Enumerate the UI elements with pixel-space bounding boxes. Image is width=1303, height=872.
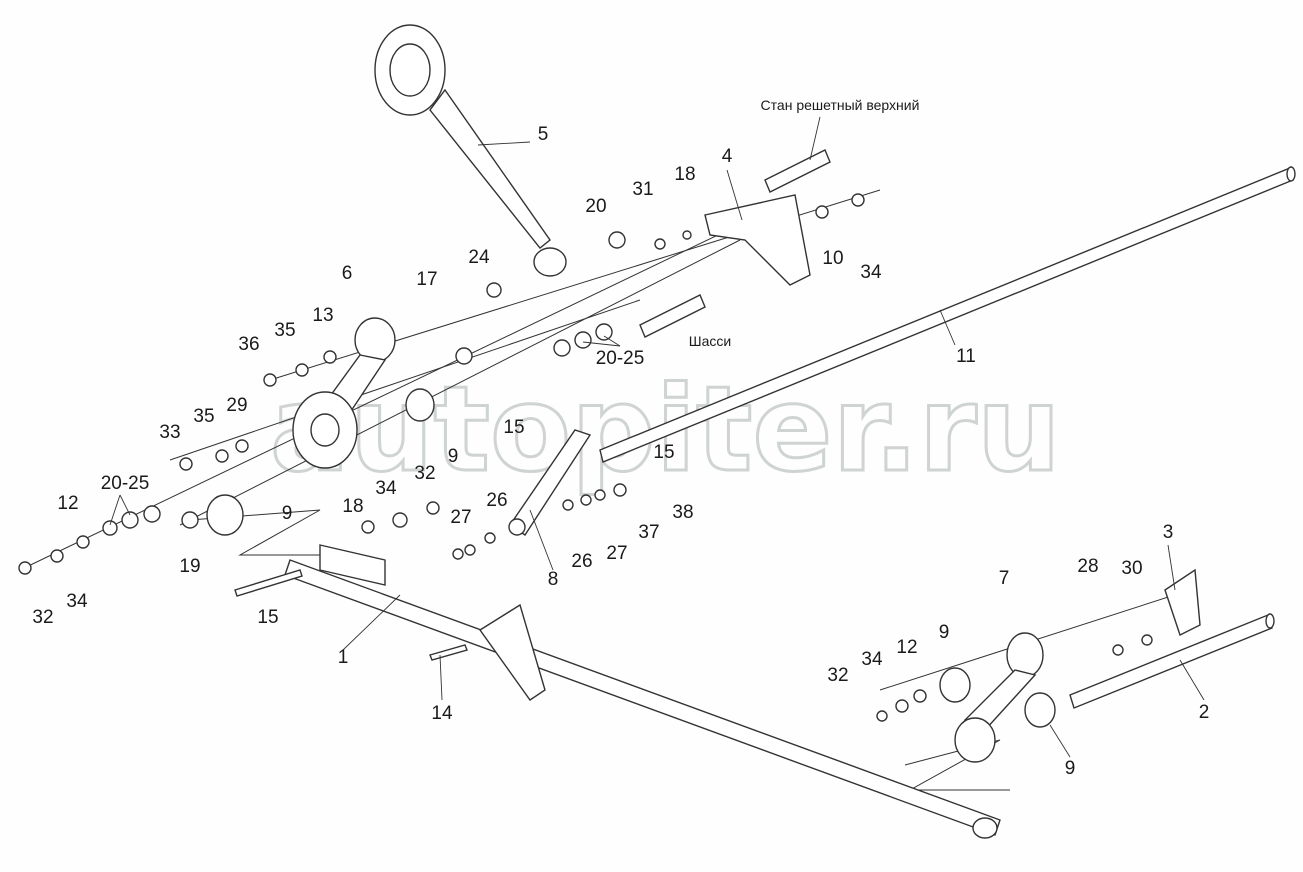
callout-18: 18 — [674, 164, 695, 185]
callouts: 5 4 18 31 20 10 34 24 6 17 13 35 36 20-2… — [32, 124, 1209, 779]
connecting-rod-6 — [292, 317, 396, 469]
callout-9: 9 — [939, 622, 950, 643]
callout-15: 15 — [653, 442, 674, 463]
callout-27: 27 — [606, 543, 627, 564]
callout-19: 19 — [179, 556, 200, 577]
callout-6: 6 — [342, 263, 353, 284]
callout-38: 38 — [672, 502, 693, 523]
callout-17: 17 — [416, 269, 437, 290]
note-upper-sieve: Стан решетный верхний — [761, 97, 920, 113]
connecting-rod-7 — [954, 632, 1044, 763]
bushings-9 — [206, 388, 1056, 728]
callout-20-25: 20-25 — [101, 473, 150, 494]
callout-36: 36 — [238, 334, 259, 355]
callout-34: 34 — [860, 262, 882, 283]
callout-9: 9 — [1065, 758, 1076, 779]
callout-30: 30 — [1121, 558, 1142, 579]
bracket-4 — [704, 194, 811, 286]
callout-12: 12 — [896, 637, 917, 658]
washers-and-nuts — [18, 193, 1153, 722]
callout-24: 24 — [468, 247, 490, 268]
callout-15: 15 — [503, 417, 524, 438]
callout-27: 27 — [450, 507, 471, 528]
callout-9: 9 — [448, 446, 459, 467]
callout-35: 35 — [274, 320, 295, 341]
callout-20-25: 20-25 — [596, 348, 645, 369]
callout-34: 34 — [66, 591, 88, 612]
bracket-3 — [1164, 568, 1201, 636]
note-chassis: Шасси — [689, 333, 731, 349]
callout-13: 13 — [312, 305, 333, 326]
callout-5: 5 — [538, 124, 549, 145]
callout-12: 12 — [57, 493, 78, 514]
callout-8: 8 — [548, 569, 559, 590]
callout-33: 33 — [159, 422, 180, 443]
callout-15: 15 — [257, 607, 278, 628]
callout-18: 18 — [342, 496, 363, 517]
leader-lines — [109, 116, 1205, 758]
callout-34: 34 — [375, 478, 397, 499]
callout-28: 28 — [1077, 556, 1098, 577]
shaft-11 — [599, 166, 1296, 463]
callout-32: 32 — [32, 607, 53, 628]
callout-11: 11 — [956, 346, 976, 367]
callout-7: 7 — [999, 568, 1010, 589]
callout-32: 32 — [414, 463, 435, 484]
callout-2: 2 — [1199, 702, 1210, 723]
callout-26: 26 — [486, 490, 507, 511]
frame-1 — [284, 544, 1001, 839]
upper-sieve-rod — [764, 149, 831, 193]
crank-5 — [374, 24, 567, 277]
callout-9: 9 — [282, 503, 293, 524]
callout-37: 37 — [638, 522, 659, 543]
callout-32: 32 — [827, 665, 848, 686]
callout-35: 35 — [193, 406, 214, 427]
callout-10: 10 — [822, 248, 843, 269]
callout-29: 29 — [226, 395, 247, 416]
shaft-2 — [1069, 613, 1275, 709]
callout-26: 26 — [571, 551, 592, 572]
chassis-stub — [639, 294, 706, 338]
callout-3: 3 — [1163, 522, 1174, 543]
callout-31: 31 — [632, 179, 653, 200]
callout-1: 1 — [338, 647, 349, 668]
callout-20: 20 — [585, 196, 606, 217]
callout-34: 34 — [861, 649, 883, 670]
callout-14: 14 — [431, 703, 453, 724]
callout-4: 4 — [722, 146, 733, 167]
